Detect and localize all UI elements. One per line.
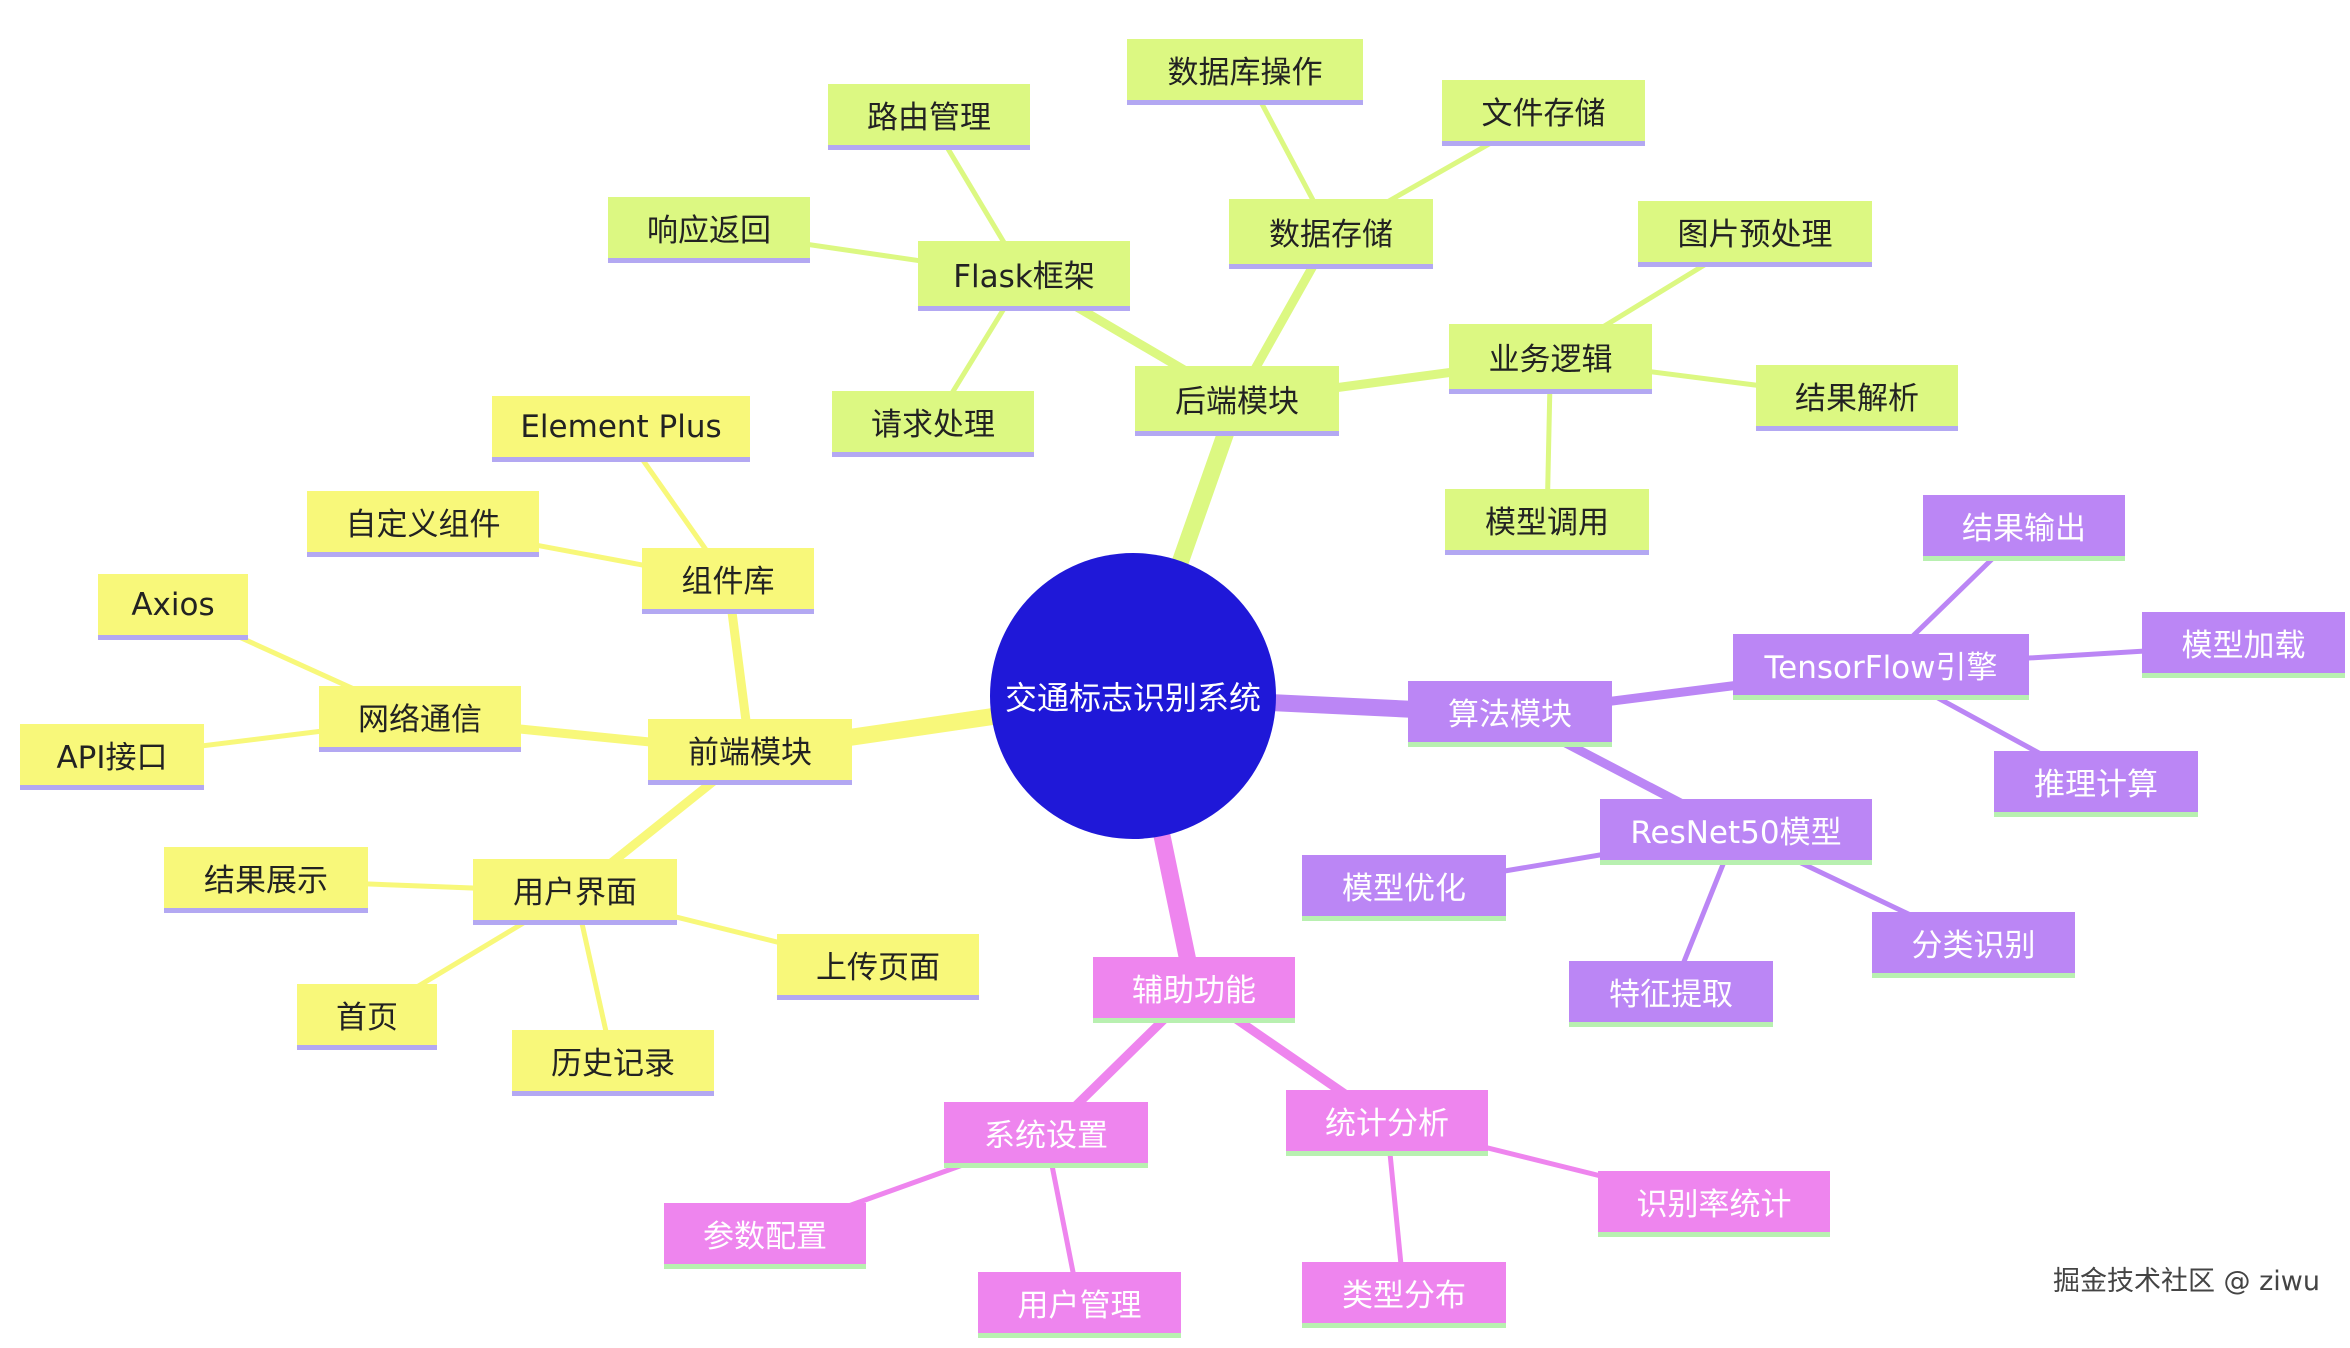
leaf-node-type-distribution: 类型分布	[1302, 1262, 1506, 1328]
subtopic-node-business-logic: 业务逻辑	[1449, 324, 1652, 394]
subtopic-node-flask: Flask框架	[918, 241, 1130, 311]
leaf-node-accuracy-stats: 识别率统计	[1598, 1171, 1830, 1237]
leaf-node-result-parse: 结果解析	[1756, 365, 1958, 431]
subtopic-node-statistics: 统计分析	[1286, 1090, 1488, 1156]
leaf-node-response: 响应返回	[608, 197, 810, 263]
leaf-node-preprocess: 图片预处理	[1638, 201, 1872, 267]
branch-node-algorithm: 算法模块	[1408, 681, 1612, 747]
leaf-node-history: 历史记录	[512, 1030, 714, 1096]
branch-node-auxiliary: 辅助功能	[1093, 957, 1295, 1023]
leaf-node-param-config: 参数配置	[664, 1203, 866, 1269]
branch-node-frontend: 前端模块	[648, 719, 852, 785]
leaf-node-classify: 分类识别	[1872, 912, 2075, 978]
subtopic-node-storage: 数据存储	[1229, 199, 1433, 269]
leaf-node-model-call: 模型调用	[1445, 489, 1649, 555]
branch-node-backend: 后端模块	[1135, 366, 1339, 436]
leaf-node-database: 数据库操作	[1127, 39, 1363, 105]
leaf-node-custom-components: 自定义组件	[307, 491, 539, 557]
leaf-node-file-storage: 文件存储	[1442, 80, 1645, 146]
watermark: 掘金技术社区 @ ziwu	[2052, 1266, 2320, 1297]
leaf-node-result-output: 结果输出	[1923, 495, 2125, 561]
subtopic-node-component-library: 组件库	[642, 548, 814, 614]
leaf-node-model-optimize: 模型优化	[1302, 855, 1506, 921]
leaf-node-upload-page: 上传页面	[777, 934, 979, 1000]
subtopic-node-resnet50: ResNet50模型	[1600, 799, 1872, 865]
root-node: 交通标志识别系统	[990, 553, 1276, 839]
subtopic-node-user-interface: 用户界面	[473, 859, 677, 925]
leaf-node-feature-extract: 特征提取	[1569, 961, 1773, 1027]
leaf-node-result-display: 结果展示	[164, 847, 368, 913]
subtopic-node-tensorflow: TensorFlow引擎	[1733, 634, 2029, 700]
subtopic-node-network: 网络通信	[319, 686, 521, 752]
leaf-node-request: 请求处理	[832, 391, 1034, 457]
leaf-node-axios: Axios	[98, 574, 248, 640]
leaf-node-model-load: 模型加载	[2142, 612, 2345, 678]
leaf-node-inference: 推理计算	[1994, 751, 2198, 817]
subtopic-node-settings: 系统设置	[944, 1102, 1148, 1168]
leaf-node-element-plus: Element Plus	[492, 396, 750, 462]
leaf-node-home: 首页	[297, 984, 437, 1050]
leaf-node-api: API接口	[20, 724, 204, 790]
leaf-node-user-manage: 用户管理	[978, 1272, 1181, 1338]
leaf-node-routing: 路由管理	[828, 84, 1030, 150]
